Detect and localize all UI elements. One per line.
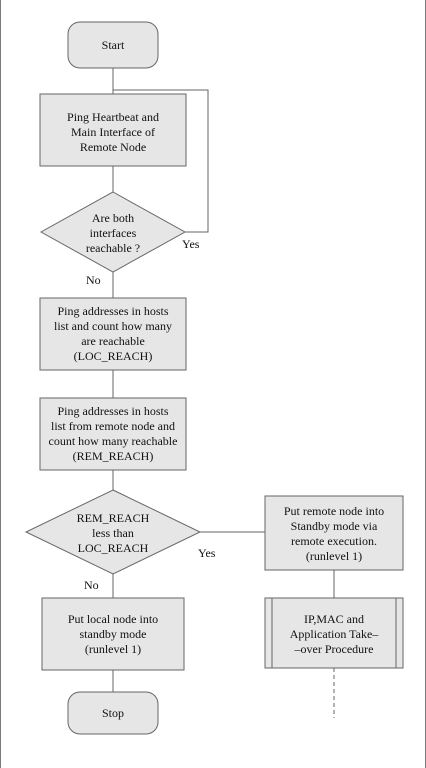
ping-heartbeat-process: Ping Heartbeat and Main Interface of Rem… — [39, 93, 187, 167]
ping-heartbeat-line-3: Remote Node — [80, 140, 146, 154]
local-standby-line-3: (runlevel 1) — [85, 642, 141, 656]
takeover-line-2: Application Take– — [290, 627, 380, 641]
remote-standby-line-1: Put remote node into — [284, 504, 384, 518]
ping-heartbeat-line-2: Main Interface of — [71, 125, 155, 139]
start-label: Start — [102, 38, 125, 52]
remote-standby-line-3: remote execution. — [291, 534, 377, 548]
ping-remote-hosts-process: Ping addresses in hosts list from remote… — [39, 397, 187, 471]
takeover-predefined-process: IP,MAC and Application Take– –over Proce… — [264, 597, 404, 669]
takeover-line-1: IP,MAC and — [304, 612, 364, 626]
stop-terminator: Stop — [67, 691, 159, 735]
local-standby-line-1: Put local node into — [68, 612, 158, 626]
ping-remote-line-3: count how many reachable — [49, 434, 178, 448]
local-standby-line-2: standby mode — [80, 627, 147, 641]
decision-both-line-3: reachable ? — [86, 241, 140, 255]
connector-yes-loop — [113, 89, 209, 233]
start-terminator: Start — [67, 21, 159, 69]
stop-label: Stop — [102, 706, 124, 720]
edge-label-no-1: No — [86, 273, 101, 287]
edge-label-no-2: No — [84, 578, 99, 592]
ping-local-line-2: list and count how many — [54, 319, 172, 333]
ping-local-line-4: (LOC_REACH) — [74, 349, 153, 363]
remote-standby-line-4: (runlevel 1) — [306, 549, 362, 563]
local-standby-process: Put local node into standby mode (runlev… — [41, 597, 185, 671]
edge-label-yes-2: Yes — [198, 546, 216, 560]
ping-remote-line-1: Ping addresses in hosts — [58, 404, 169, 418]
takeover-line-3: –over Procedure — [294, 642, 374, 656]
ping-local-line-3: are reachable — [81, 334, 145, 348]
ping-local-line-1: Ping addresses in hosts — [58, 304, 169, 318]
remote-standby-process: Put remote node into Standby mode via re… — [264, 495, 404, 571]
decision-both-line-1: Are both — [92, 211, 134, 225]
ping-remote-line-4: (REM_REACH) — [73, 449, 154, 463]
ping-heartbeat-line-1: Ping Heartbeat and — [67, 110, 159, 124]
decision-both-line-2: interfaces — [90, 226, 137, 240]
decision-rem-less-than-loc: REM_REACH less than LOC_REACH — [24, 489, 202, 575]
ping-remote-line-2: list from remote node and — [51, 419, 175, 433]
edge-label-yes-loop: Yes — [182, 237, 200, 251]
decision-reach-line-3: LOC_REACH — [78, 541, 149, 555]
decision-reach-line-1: REM_REACH — [77, 511, 150, 525]
ping-local-hosts-process: Ping addresses in hosts list and count h… — [39, 297, 187, 371]
remote-standby-line-2: Standby mode via — [291, 519, 378, 533]
decision-reach-line-2: less than — [92, 526, 134, 540]
decision-both-reachable: Are both interfaces reachable ? — [39, 191, 187, 273]
